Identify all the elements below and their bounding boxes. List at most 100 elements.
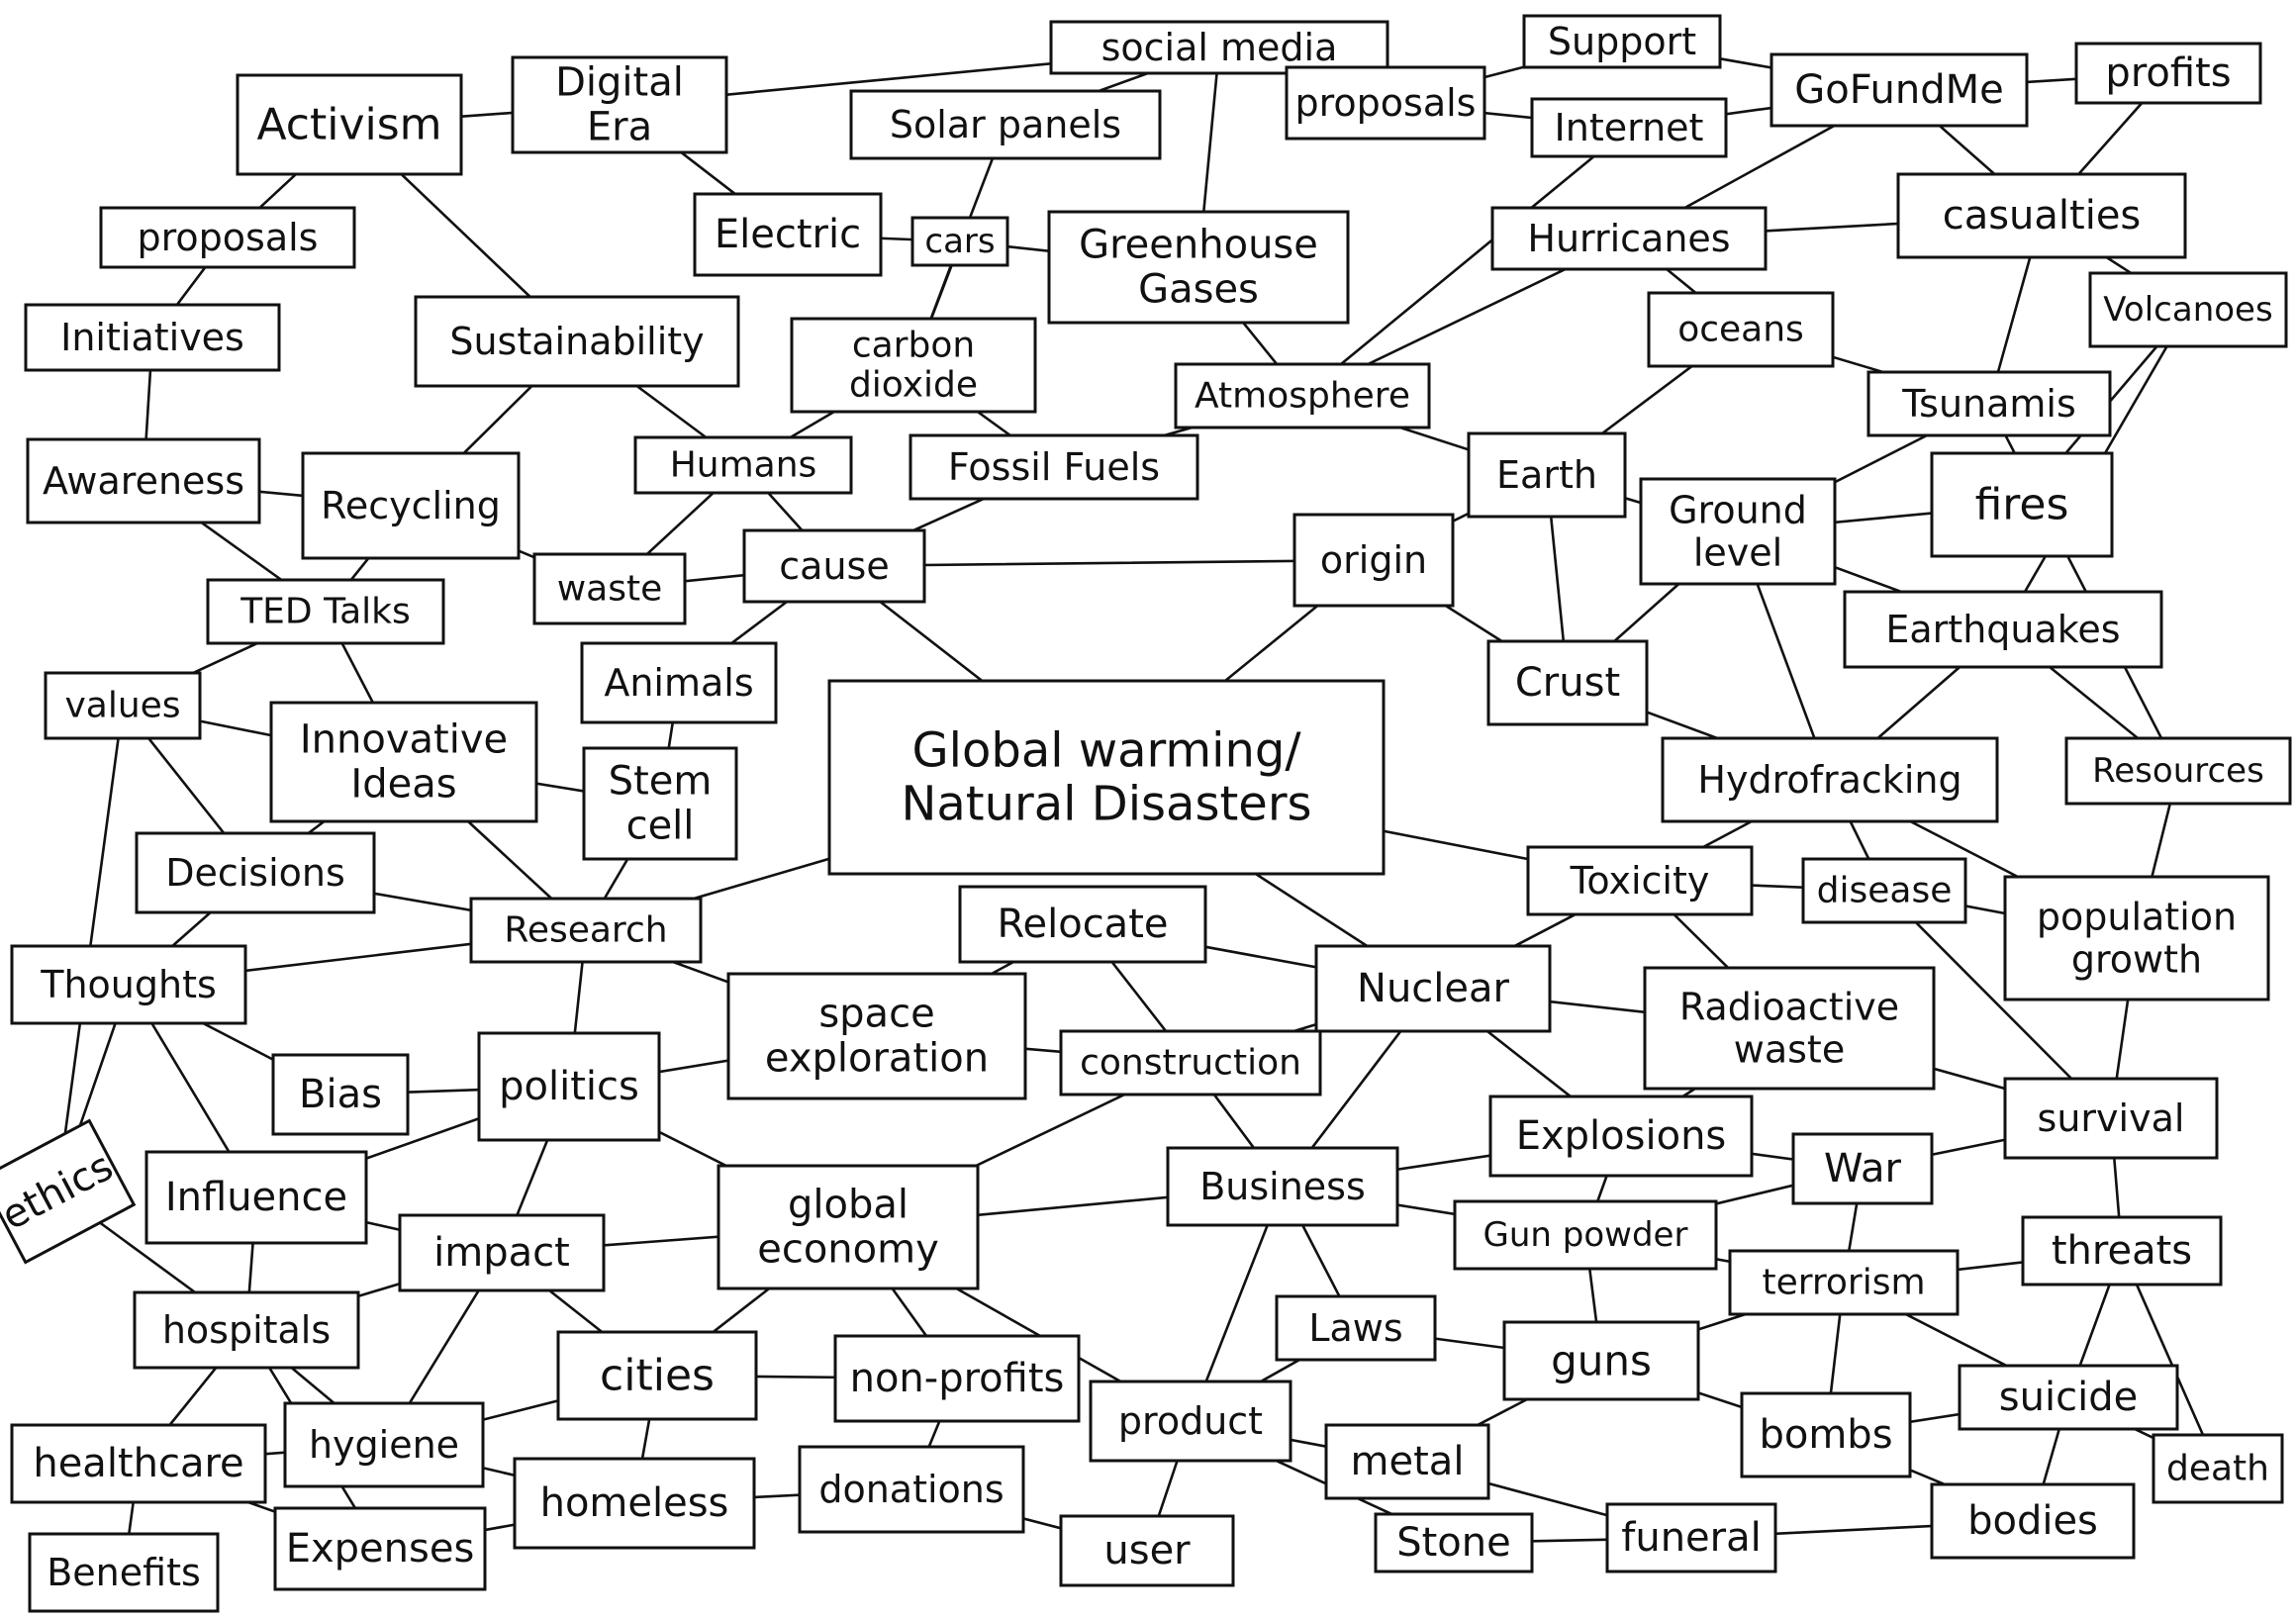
node-ethics: ethics — [0, 1118, 137, 1265]
node-label-hospitals: hospitals — [162, 1308, 331, 1352]
node-relocate: Relocate — [958, 885, 1207, 964]
node-box-gofundme — [1770, 52, 2029, 128]
node-bodies: bodies — [1930, 1482, 2136, 1560]
node-box-stem-cell — [582, 746, 738, 861]
node-label-carbon-dioxide-line-2: dioxide — [849, 365, 978, 406]
node-business: Business — [1166, 1146, 1399, 1227]
node-proposals-left: proposals — [99, 206, 356, 269]
node-box-space-exploration — [726, 972, 1027, 1100]
node-box-earth — [1467, 431, 1627, 519]
node-guns: guns — [1502, 1320, 1700, 1401]
node-initiatives: Initiatives — [24, 303, 281, 372]
node-label-cars: cars — [924, 222, 995, 261]
node-tsunamis: Tsunamis — [1866, 370, 2112, 437]
node-label-support: Support — [1548, 20, 1696, 63]
node-label-values: values — [64, 686, 180, 726]
node-label-population-growth-line-1: population — [2037, 896, 2237, 939]
node-sustainability: Sustainability — [414, 295, 740, 388]
node-volcanoes: Volcanoes — [2088, 271, 2288, 348]
node-toxicity: Toxicity — [1526, 845, 1754, 916]
node-box-ground-level — [1639, 477, 1837, 586]
node-recycling: Recycling — [301, 451, 521, 560]
node-label-fires: fires — [1975, 480, 2069, 530]
node-box-crust — [1486, 639, 1649, 726]
node-metal: metal — [1324, 1423, 1490, 1500]
node-box-population-growth — [2003, 875, 2270, 1001]
node-thoughts: Thoughts — [10, 944, 247, 1025]
node-resources: Resources — [2064, 736, 2292, 806]
node-electric: Electric — [693, 192, 883, 277]
node-label-construction: construction — [1080, 1043, 1301, 1084]
node-label-global-economy-line-1: global — [788, 1183, 909, 1228]
node-box-recycling — [301, 451, 521, 560]
node-cause: cause — [742, 528, 926, 604]
node-box-humans — [633, 435, 853, 495]
node-box-hydrofracking — [1661, 736, 1999, 823]
node-humans: Humans — [633, 435, 853, 495]
node-label-disease: disease — [1817, 871, 1953, 911]
node-box-casualties — [1896, 172, 2187, 259]
node-box-bias — [271, 1053, 410, 1136]
node-box-radioactive-waste — [1643, 966, 1936, 1091]
node-label-toxicity: Toxicity — [1570, 859, 1710, 903]
node-healthcare: healthcare — [10, 1423, 267, 1504]
node-box-proposals-left — [99, 206, 356, 269]
node-origin: origin — [1292, 513, 1455, 608]
node-label-ground-level-line-2: level — [1693, 530, 1782, 574]
node-label-fossil-fuels: Fossil Fuels — [948, 445, 1160, 489]
node-box-profits — [2074, 42, 2262, 105]
node-label-explosions: Explosions — [1516, 1113, 1727, 1159]
node-label-business: Business — [1199, 1165, 1366, 1208]
node-label-hydrofracking: Hydrofracking — [1697, 758, 1961, 802]
node-benefits: Benefits — [28, 1532, 220, 1613]
node-label-waste: waste — [557, 569, 663, 610]
node-label-thoughts: Thoughts — [40, 963, 217, 1006]
node-box-digital-era — [511, 55, 728, 154]
node-war: War — [1791, 1132, 1934, 1205]
node-box-cars — [910, 216, 1009, 267]
node-internet: Internet — [1530, 97, 1728, 158]
node-label-donations: donations — [818, 1468, 1004, 1511]
node-label-animals: Animals — [604, 661, 753, 705]
node-label-casualties: casualties — [1943, 193, 2142, 238]
node-label-resources: Resources — [2092, 751, 2264, 791]
node-label-digital-era-line-1: Digital — [555, 60, 684, 106]
node-box-relocate — [958, 885, 1207, 964]
node-box-influence — [144, 1150, 368, 1245]
node-box-hygiene — [283, 1401, 485, 1488]
node-label-population-growth-line-2: growth — [2071, 937, 2202, 981]
node-box-nuclear — [1314, 944, 1552, 1033]
node-social-media: social media — [1049, 20, 1389, 75]
node-label-war: War — [1824, 1146, 1902, 1191]
node-label-influence: Influence — [165, 1175, 347, 1220]
node-label-sustainability: Sustainability — [449, 320, 704, 363]
node-box-politics — [477, 1031, 661, 1142]
node-label-social-media: social media — [1101, 26, 1338, 69]
node-suicide: suicide — [1958, 1364, 2179, 1431]
node-gun-powder: Gun powder — [1453, 1199, 1718, 1271]
node-label-humans: Humans — [670, 445, 817, 486]
node-earth: Earth — [1467, 431, 1627, 519]
node-box-research — [469, 897, 703, 964]
node-box-resources — [2064, 736, 2292, 806]
node-label-greenhouse-line-2: Gases — [1138, 266, 1259, 312]
node-label-earthquakes: Earthquakes — [1885, 608, 2120, 651]
node-proposals-top: proposals — [1285, 65, 1486, 141]
node-label-bodies: bodies — [1967, 1498, 2098, 1544]
node-box-terrorism — [1728, 1249, 1960, 1316]
node-box-values — [44, 671, 202, 740]
node-box-waste — [532, 552, 687, 625]
node-box-death — [2152, 1433, 2284, 1504]
node-bombs: bombs — [1740, 1391, 1912, 1478]
node-label-product: product — [1118, 1399, 1263, 1443]
node-cars: cars — [910, 216, 1009, 267]
node-animals: Animals — [580, 641, 778, 724]
node-box-social-media — [1049, 20, 1389, 75]
